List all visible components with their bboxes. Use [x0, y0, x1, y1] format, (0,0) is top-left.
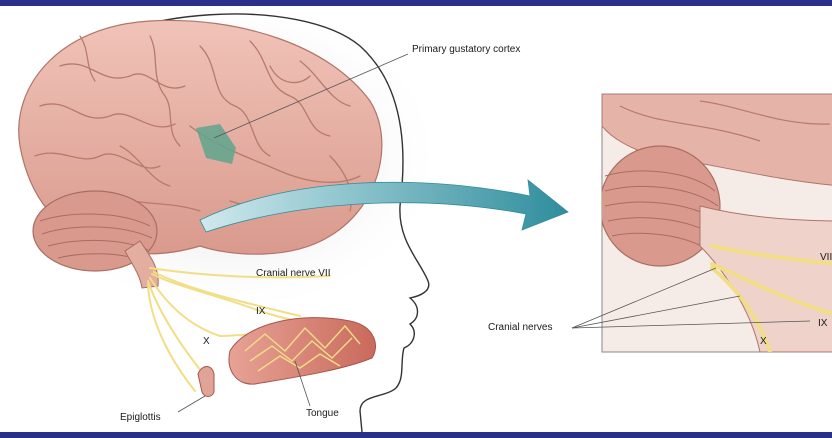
label-inset-ix: IX — [818, 318, 827, 330]
tongue — [229, 318, 376, 385]
label-nerve-x: X — [203, 336, 210, 348]
label-inset-vii: VII — [820, 252, 832, 264]
label-tongue: Tongue — [306, 408, 339, 420]
epiglottis — [198, 367, 214, 397]
taste-pathway-illustration — [0, 6, 832, 432]
label-cranial-nerves: Cranial nerves — [488, 322, 552, 334]
cerebellum — [33, 191, 158, 288]
bottom-border — [0, 432, 832, 438]
inset-brainstem-view — [572, 94, 832, 352]
label-nerve-ix: IX — [256, 306, 265, 318]
label-primary-gustatory-cortex: Primary gustatory cortex — [412, 44, 532, 56]
label-inset-x: X — [760, 336, 767, 348]
label-cranial-nerve-vii: Cranial nerve VII — [256, 268, 330, 280]
label-epiglottis: Epiglottis — [120, 412, 161, 424]
